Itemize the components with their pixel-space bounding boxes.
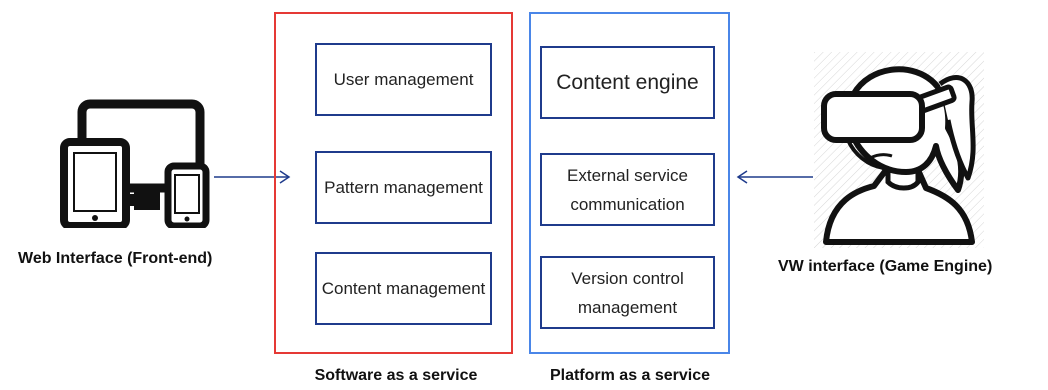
saas-panel — [274, 12, 513, 354]
version-control-management-box: Version control management — [540, 256, 715, 329]
paas-panel — [529, 12, 730, 354]
devices-icon — [60, 99, 210, 228]
user-management-box: User management — [315, 43, 492, 116]
content-management-box: Content management — [315, 252, 492, 325]
saas-caption: Software as a service — [314, 367, 478, 384]
external-service-communication-box: External service communication — [540, 153, 715, 226]
content-engine-box: Content engine — [540, 46, 715, 119]
vw-interface-label: VW interface (Game Engine) — [778, 258, 993, 275]
pattern-management-box: Pattern management — [315, 151, 492, 224]
web-interface-label: Web Interface (Front-end) — [18, 250, 213, 267]
arrow-left — [736, 170, 813, 184]
vr-headset-user-icon — [814, 52, 984, 248]
paas-caption: Platform as a service — [549, 367, 711, 384]
